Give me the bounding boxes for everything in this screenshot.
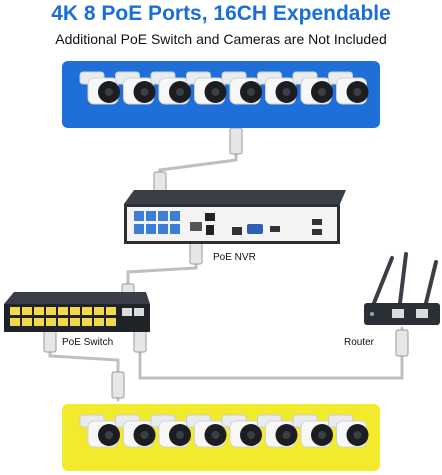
bottom-camera-panel	[62, 404, 380, 471]
connector	[111, 371, 125, 399]
switch-port	[22, 307, 32, 315]
camera-icon	[115, 414, 156, 448]
cable-nvr-to-switch	[126, 236, 198, 302]
camera-icon	[150, 71, 191, 105]
switch-port	[58, 307, 68, 315]
camera-icon	[79, 414, 120, 448]
switch-port	[70, 307, 80, 315]
poe-switch-device	[4, 292, 150, 332]
connector	[153, 171, 167, 193]
page-subtitle: Additional PoE Switch and Cameras are No…	[55, 31, 387, 47]
camera-icon	[150, 414, 191, 448]
switch-port	[94, 307, 104, 315]
poe-nvr-device	[124, 190, 346, 244]
connector	[43, 329, 57, 353]
cable-nvr-to-top-cameras	[158, 126, 238, 192]
poe-port	[158, 211, 168, 221]
camera-icon	[292, 71, 333, 105]
top-camera-row	[79, 71, 369, 105]
switch-port	[82, 307, 92, 315]
poe-port	[134, 211, 144, 221]
camera-icon	[257, 71, 298, 105]
cable-switch-to-router	[138, 326, 404, 380]
switch-label: PoE Switch	[62, 337, 114, 348]
camera-icon	[292, 414, 333, 448]
connector	[395, 329, 409, 357]
switch-port	[106, 307, 116, 315]
cable-lines	[48, 126, 404, 402]
camera-icon	[221, 71, 262, 105]
switch-port	[46, 307, 56, 315]
poe-port	[170, 211, 180, 221]
camera-icon	[328, 414, 369, 448]
router-label: Router	[344, 337, 375, 348]
camera-icon	[186, 71, 227, 105]
switch-port	[10, 307, 20, 315]
camera-icon	[257, 414, 298, 448]
camera-icon	[328, 71, 369, 105]
top-camera-panel	[62, 61, 380, 128]
camera-icon	[79, 71, 120, 105]
connector	[133, 329, 147, 353]
poe-port	[134, 224, 144, 234]
bottom-camera-row	[79, 414, 369, 448]
switch-port	[70, 318, 80, 326]
poe-port	[146, 224, 156, 234]
switch-port	[34, 318, 44, 326]
switch-port	[22, 318, 32, 326]
poe-port	[170, 224, 180, 234]
poe-port	[146, 211, 156, 221]
connector	[229, 127, 243, 155]
camera-icon	[115, 71, 156, 105]
switch-port	[46, 318, 56, 326]
switch-port	[34, 307, 44, 315]
nvr-poe-ports	[134, 211, 180, 234]
switch-port	[58, 318, 68, 326]
camera-icon	[186, 414, 227, 448]
switch-port	[106, 318, 116, 326]
router-device	[364, 252, 440, 325]
switch-port	[10, 318, 20, 326]
switch-port	[94, 318, 104, 326]
page-title: 4K 8 PoE Ports, 16CH Expendable	[51, 2, 391, 25]
switch-ports	[10, 307, 116, 326]
poe-port	[158, 224, 168, 234]
camera-icon	[221, 414, 262, 448]
switch-port	[82, 318, 92, 326]
nvr-label: PoE NVR	[213, 252, 256, 263]
